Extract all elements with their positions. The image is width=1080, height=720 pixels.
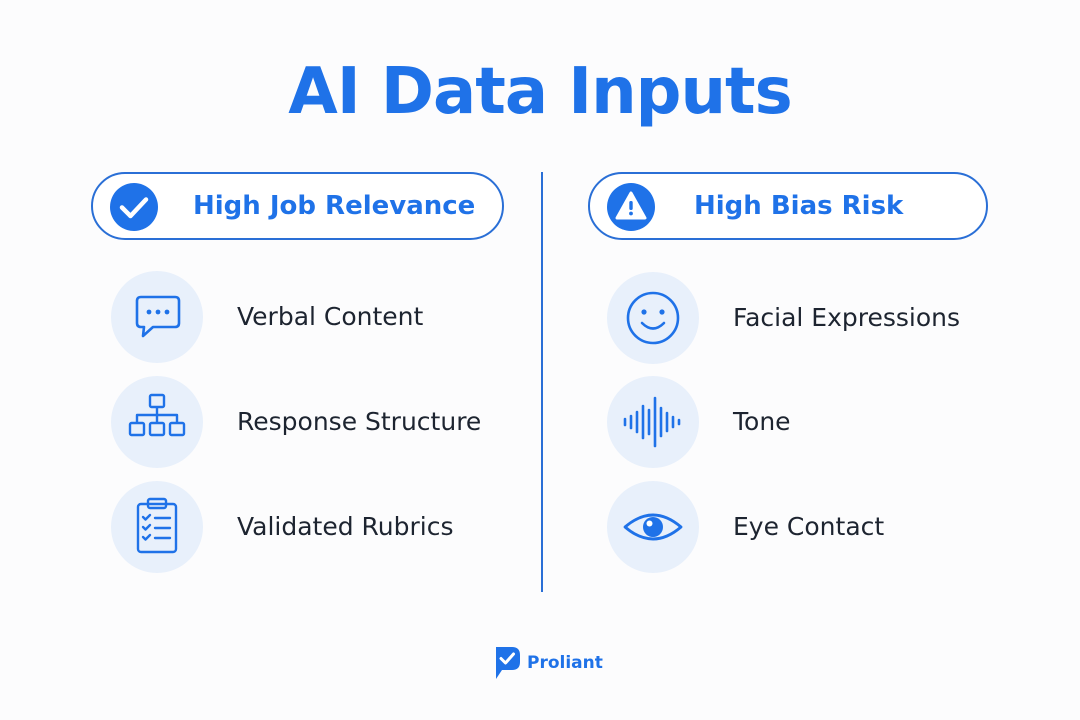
eye-contact-label: Eye Contact xyxy=(733,512,885,541)
brand-name: Proliant xyxy=(527,653,603,673)
high-bias-risk-label: High Bias Risk xyxy=(694,191,904,221)
chat-bubble-icon xyxy=(135,295,181,338)
verbal-content-label: Verbal Content xyxy=(237,302,424,331)
proliant-logo-icon xyxy=(496,647,520,679)
eye-icon xyxy=(623,513,683,541)
warning-circle-icon xyxy=(607,183,655,231)
smiley-face-icon xyxy=(626,291,680,345)
high-job-relevance-label: High Job Relevance xyxy=(193,191,476,221)
facial-expressions-label: Facial Expressions xyxy=(733,303,961,332)
response-structure-label: Response Structure xyxy=(237,407,482,436)
sound-wave-icon xyxy=(623,396,681,448)
high-bias-risk-header: High Bias Risk xyxy=(588,172,988,240)
page-title: AI Data Inputs xyxy=(288,55,792,129)
hierarchy-icon xyxy=(128,393,186,437)
column-divider xyxy=(541,172,543,592)
check-circle-icon xyxy=(110,183,158,231)
high-job-relevance-header: High Job Relevance xyxy=(91,172,504,240)
clipboard-checklist-icon xyxy=(136,497,178,554)
validated-rubrics-label: Validated Rubrics xyxy=(237,512,454,541)
tone-label: Tone xyxy=(733,407,791,436)
